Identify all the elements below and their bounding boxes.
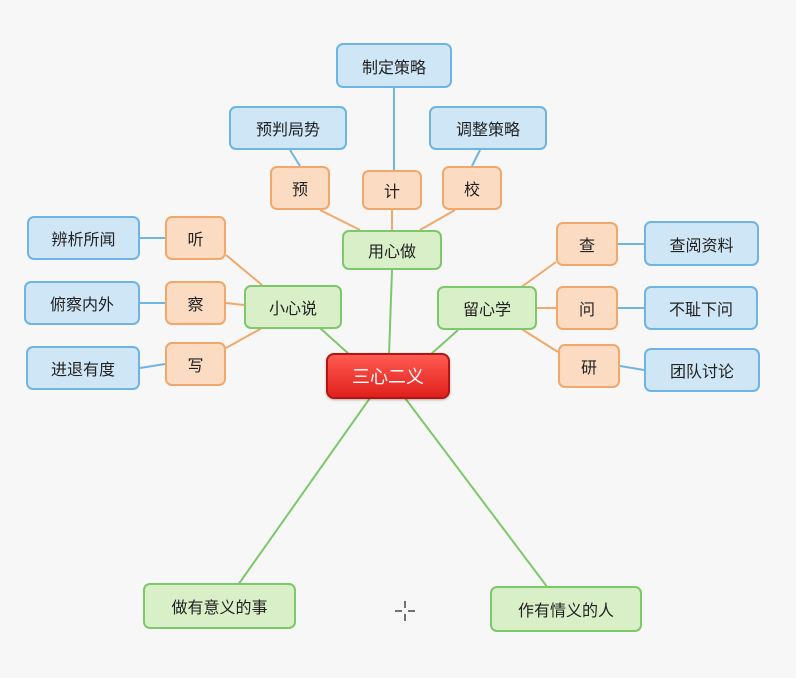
link-root-xiaoxin xyxy=(319,327,351,356)
link-yongxin-xiao xyxy=(419,209,456,231)
link-root-liuxin xyxy=(429,329,459,356)
leaf-yupanjushi[interactable]: 预判局势 xyxy=(229,106,347,150)
leaf-chayueziliao[interactable]: 查阅资料 xyxy=(644,221,759,266)
root-node[interactable]: 三心二义 xyxy=(326,353,450,399)
child-label: 校 xyxy=(463,180,480,199)
link-root-yongxin xyxy=(388,269,393,356)
leaf-buchixiawen[interactable]: 不耻下问 xyxy=(644,286,758,330)
link-xie-leaf xyxy=(139,363,166,369)
branch-zuoyouyiyideshi[interactable]: 做有意义的事 xyxy=(143,583,296,629)
link-xiaoxin-xie xyxy=(225,327,263,349)
leaf-label: 预判局势 xyxy=(255,120,320,139)
root-label: 三心二义 xyxy=(352,367,424,388)
child-wen[interactable]: 问 xyxy=(556,286,618,330)
leaf-label: 制定策略 xyxy=(361,57,426,77)
child-ting[interactable]: 听 xyxy=(165,216,226,260)
child-cha[interactable]: 察 xyxy=(165,281,226,325)
leaf-fuchaneiwai[interactable]: 俯察内外 xyxy=(24,281,140,325)
branch-label: 小心说 xyxy=(268,299,317,318)
child-label: 听 xyxy=(187,230,204,249)
leaf-label: 进退有度 xyxy=(50,360,115,379)
child-label: 写 xyxy=(187,356,204,375)
link-xiao-leaf xyxy=(471,149,481,167)
branch-label: 做有意义的事 xyxy=(171,598,268,617)
leaf-zhidingcelue[interactable]: 制定策略 xyxy=(336,43,452,88)
crosshair-cursor-icon xyxy=(395,601,415,621)
link-liuxin-yan xyxy=(519,327,559,353)
branch-label: 用心做 xyxy=(367,242,416,261)
branch-xiaoxinshuo[interactable]: 小心说 xyxy=(244,285,342,329)
branch-yongxinzuo[interactable]: 用心做 xyxy=(342,230,442,270)
child-yan[interactable]: 研 xyxy=(558,344,620,388)
leaf-jintuiyoudu[interactable]: 进退有度 xyxy=(26,346,140,390)
link-yongxin-yu xyxy=(319,209,361,231)
child-label: 预 xyxy=(291,180,308,199)
child-label: 研 xyxy=(580,358,597,377)
branch-zuoyouqingyideren[interactable]: 作有情义的人 xyxy=(490,586,642,632)
leaf-label: 查阅资料 xyxy=(669,235,734,255)
leaf-tiaozhengcelue[interactable]: 调整策略 xyxy=(429,106,547,150)
leaf-label: 俯察内外 xyxy=(49,295,114,314)
child-ji[interactable]: 计 xyxy=(362,170,422,210)
branch-liuxinxue[interactable]: 留心学 xyxy=(437,286,537,330)
leaf-label: 团队讨论 xyxy=(669,362,734,381)
child-xie[interactable]: 写 xyxy=(165,342,226,386)
link-yan-leaf xyxy=(619,365,645,371)
child-label: 计 xyxy=(383,182,400,201)
leaf-label: 不耻下问 xyxy=(668,300,733,319)
link-root-yi2 xyxy=(404,397,549,589)
leaf-label: 调整策略 xyxy=(455,120,520,139)
child-yu[interactable]: 预 xyxy=(270,166,330,210)
leaf-label: 辨析所闻 xyxy=(51,230,116,249)
leaf-tuanduitaolun[interactable]: 团队讨论 xyxy=(644,348,760,392)
link-root-yi1 xyxy=(237,397,371,586)
child-label: 查 xyxy=(578,236,595,255)
child-cha-2[interactable]: 查 xyxy=(556,222,618,266)
branch-label: 作有情义的人 xyxy=(517,601,614,620)
leaf-bianxisuowen[interactable]: 辨析所闻 xyxy=(27,216,140,260)
child-xiao[interactable]: 校 xyxy=(442,166,502,210)
link-yu-leaf xyxy=(289,149,301,167)
branch-label: 留心学 xyxy=(462,300,511,319)
link-xiaoxin-cha xyxy=(225,302,245,306)
child-label: 察 xyxy=(187,295,204,314)
child-label: 问 xyxy=(578,300,595,319)
link-liuxin-cha xyxy=(519,261,557,289)
link-xiaoxin-ting xyxy=(225,254,263,286)
